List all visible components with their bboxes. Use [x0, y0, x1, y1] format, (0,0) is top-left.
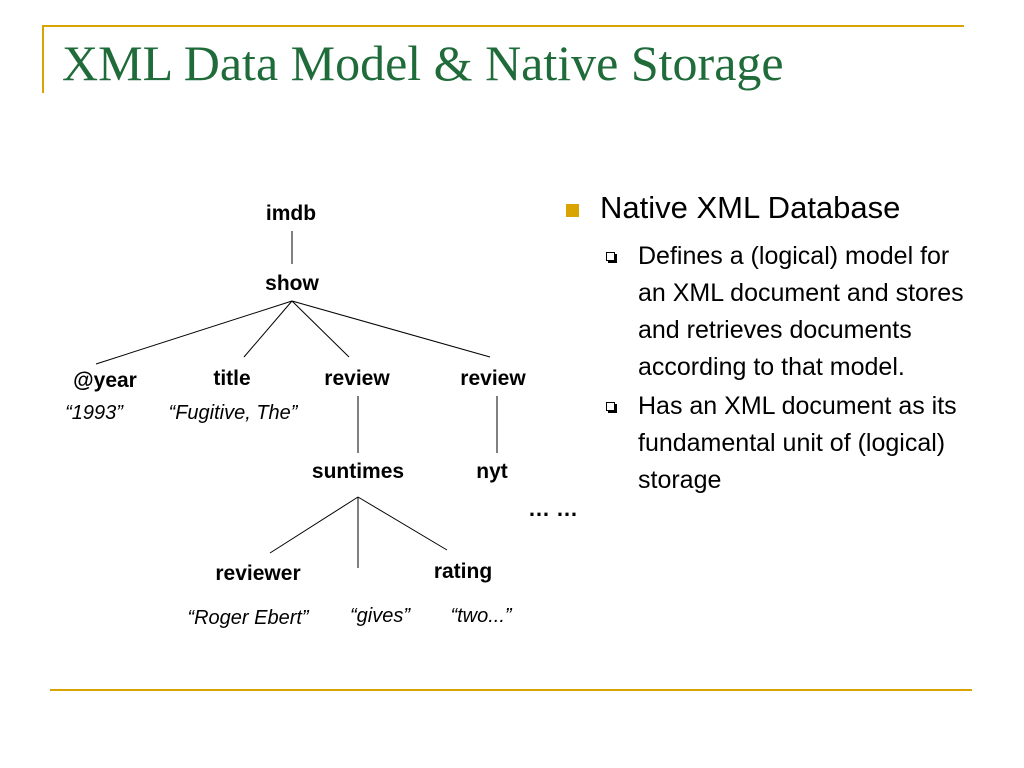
node-year-attribute: @year: [73, 369, 137, 392]
value-year: “1993”: [65, 402, 123, 424]
edge-show-review1: [291, 300, 350, 358]
edge-show-year: [95, 300, 293, 365]
edge-show-title: [243, 300, 293, 358]
bottom-rule: [50, 689, 972, 691]
node-review: review: [460, 367, 526, 390]
value-gives: “gives”: [349, 605, 411, 627]
hollow-square-bullet-icon: [606, 252, 615, 261]
hollow-square-bullet-icon: [606, 402, 615, 411]
more-ellipsis: … …: [527, 496, 579, 521]
square-bullet-icon: [566, 204, 579, 217]
node-reviewer: reviewer: [215, 562, 301, 585]
node-show: show: [265, 272, 319, 295]
sub-bullet-list: Defines a (logical) model for an XML doc…: [563, 238, 978, 499]
sub-bullet: Defines a (logical) model for an XML doc…: [563, 238, 978, 386]
node-suntimes: suntimes: [311, 460, 405, 483]
edge-suntimes-rating: [357, 496, 448, 551]
edge-show-review2: [291, 300, 491, 358]
node-rating: rating: [433, 560, 493, 583]
node-imdb: imdb: [265, 202, 317, 225]
node-nyt: nyt: [476, 460, 508, 483]
node-review: review: [324, 367, 390, 390]
bullet-main: Native XML Database: [563, 188, 978, 228]
edge-suntimes-reviewer: [269, 496, 359, 554]
value-title: “Fugitive, The”: [168, 402, 298, 424]
value-rating: “two...”: [450, 605, 512, 627]
bullet-list: Native XML Database Defines a (logical) …: [563, 188, 978, 501]
left-rule: [42, 25, 44, 93]
value-reviewer: “Roger Ebert”: [187, 607, 309, 629]
node-title: title: [213, 367, 251, 390]
sub-bullet-text: Defines a (logical) model for an XML doc…: [638, 242, 964, 381]
slide-title: XML Data Model & Native Storage: [62, 35, 784, 91]
top-rule: [42, 25, 964, 27]
sub-bullet-text: Has an XML document as its fundamental u…: [638, 392, 957, 494]
bullet-main-text: Native XML Database: [600, 190, 901, 225]
sub-bullet: Has an XML document as its fundamental u…: [563, 388, 978, 499]
